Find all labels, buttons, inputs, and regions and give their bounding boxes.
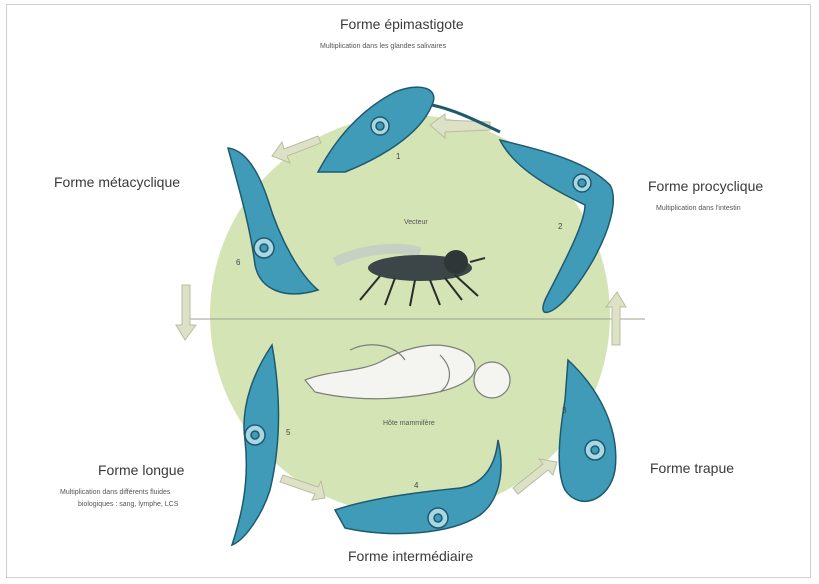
step-number-3: 3 bbox=[562, 406, 566, 415]
step-number-5: 5 bbox=[286, 428, 290, 437]
stage-trapue-label: Forme trapue bbox=[650, 460, 734, 476]
stage-epimastigote-note: Multiplication dans les glandes salivair… bbox=[320, 42, 446, 52]
step-number-6: 6 bbox=[236, 258, 240, 267]
stage-procyclique-label: Forme procyclique bbox=[648, 178, 763, 194]
arrow-left bbox=[176, 285, 196, 340]
stage-longue-note-2: biologiques : sang, lymphe, LCS bbox=[78, 500, 178, 510]
stage-longue-note-1: Multiplication dans différents fluides bbox=[60, 488, 170, 498]
stage-intermediaire-label: Forme intermédiaire bbox=[348, 548, 473, 564]
stage-procyclique-note: Multiplication dans l'intestin bbox=[656, 204, 741, 214]
step-number-1: 1 bbox=[396, 152, 400, 161]
stage-longue-label: Forme longue bbox=[98, 462, 184, 478]
stage-epimastigote-label: Forme épimastigote bbox=[340, 16, 464, 32]
parasite-trapue bbox=[559, 360, 616, 501]
human-host-label: Hôte mammifère bbox=[383, 420, 435, 427]
stage-metacyclique-label: Forme métacyclique bbox=[54, 174, 180, 190]
step-number-2: 2 bbox=[558, 222, 562, 231]
step-number-4: 4 bbox=[414, 481, 418, 490]
vector-label: Vecteur bbox=[404, 219, 428, 226]
